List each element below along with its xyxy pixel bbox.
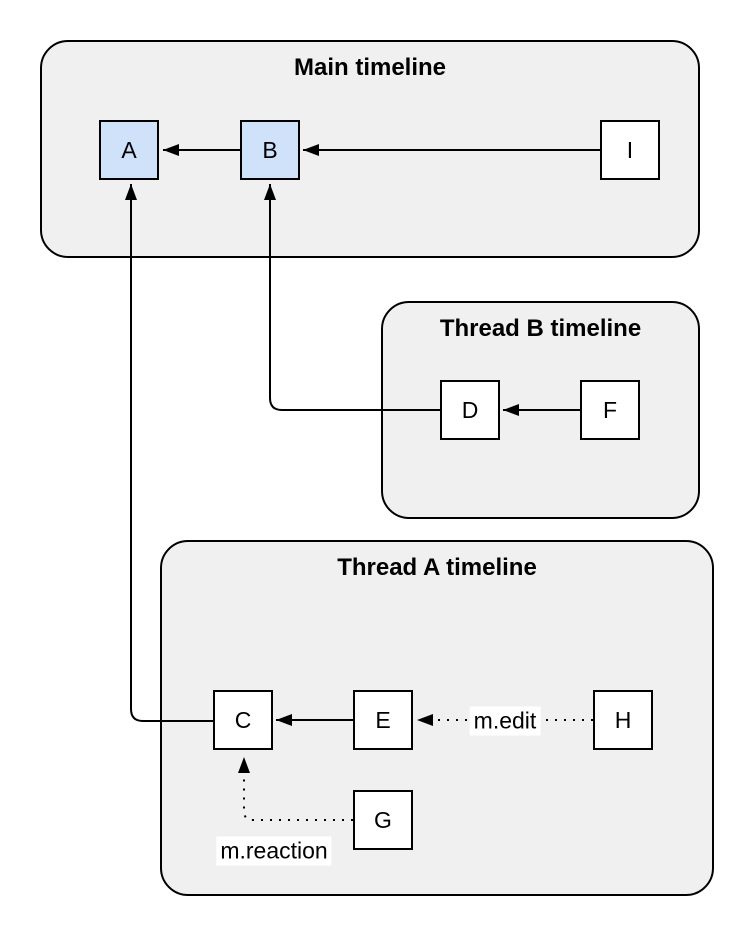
node-I: I [600, 120, 660, 180]
edge-g-to-c-dotted [238, 757, 353, 821]
edge-label-m-edit: m.edit [469, 706, 541, 736]
group-title-thread-b-timeline: Thread B timeline [439, 315, 642, 342]
group-title-thread-a-timeline: Thread A timeline [337, 554, 537, 581]
node-B: B [240, 120, 300, 180]
edge-c-to-a [125, 184, 213, 722]
group-title-main-timeline: Main timeline [293, 54, 447, 81]
node-F: F [580, 380, 640, 440]
node-D: D [440, 380, 500, 440]
node-H: H [593, 690, 653, 750]
node-E: E [353, 690, 413, 750]
node-A: A [99, 120, 159, 180]
node-G: G [353, 790, 413, 850]
node-C: C [213, 690, 273, 750]
edge-label-m-reaction: m.reaction [216, 836, 332, 866]
edge-d-to-b [264, 184, 440, 411]
